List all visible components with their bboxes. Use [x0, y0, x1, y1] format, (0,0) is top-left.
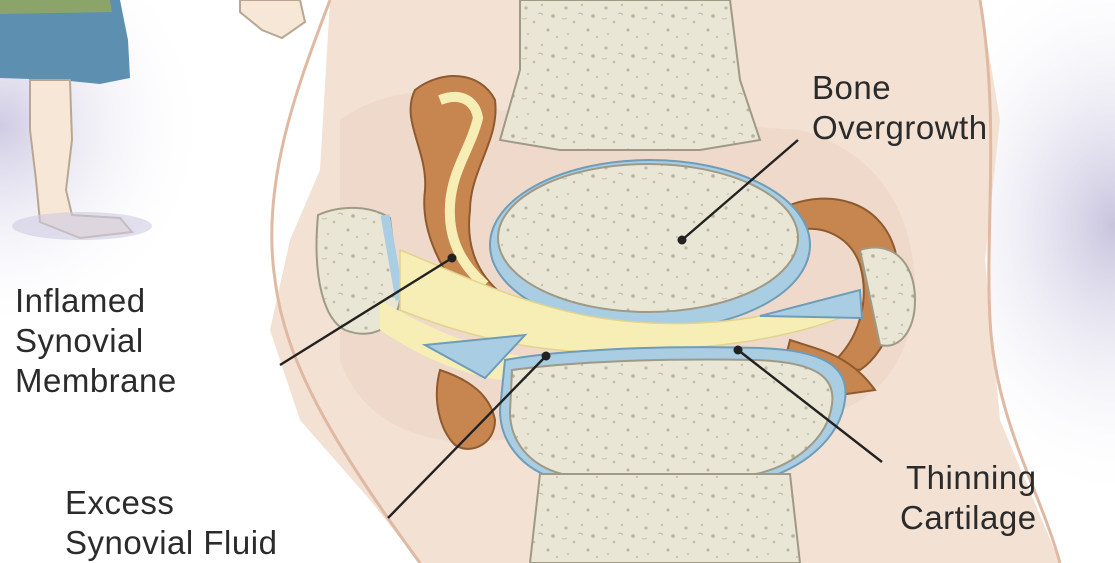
pointer-dot-bone — [678, 236, 687, 245]
label-inflamed-synovial-membrane: Inflamed Synovial Membrane — [15, 281, 177, 401]
label-bone-overgrowth: Bone Overgrowth — [812, 68, 988, 148]
label-fluid-line1: Excess — [65, 483, 277, 523]
tibia-head — [510, 359, 832, 474]
label-inflamed-line3: Membrane — [15, 361, 177, 401]
label-thinning-cartilage: Thinning Cartilage — [900, 458, 1037, 538]
femur-condyle — [498, 164, 798, 312]
label-bone-overgrowth-line1: Bone — [812, 68, 988, 108]
label-thinning-line1: Thinning — [900, 458, 1037, 498]
femur-shaft — [500, 0, 760, 150]
pointer-dot-cartilage — [734, 346, 743, 355]
label-fluid-line2: Synovial Fluid — [65, 523, 277, 563]
pointer-dot-fluid — [542, 352, 551, 361]
label-thinning-line2: Cartilage — [900, 498, 1037, 538]
pointer-dot-membrane — [448, 254, 457, 263]
label-inflamed-line2: Synovial — [15, 321, 177, 361]
tibia-shaft — [530, 474, 800, 563]
label-excess-synovial-fluid: Excess Synovial Fluid — [65, 483, 277, 563]
label-inflamed-line1: Inflamed — [15, 281, 177, 321]
label-bone-overgrowth-line2: Overgrowth — [812, 108, 988, 148]
